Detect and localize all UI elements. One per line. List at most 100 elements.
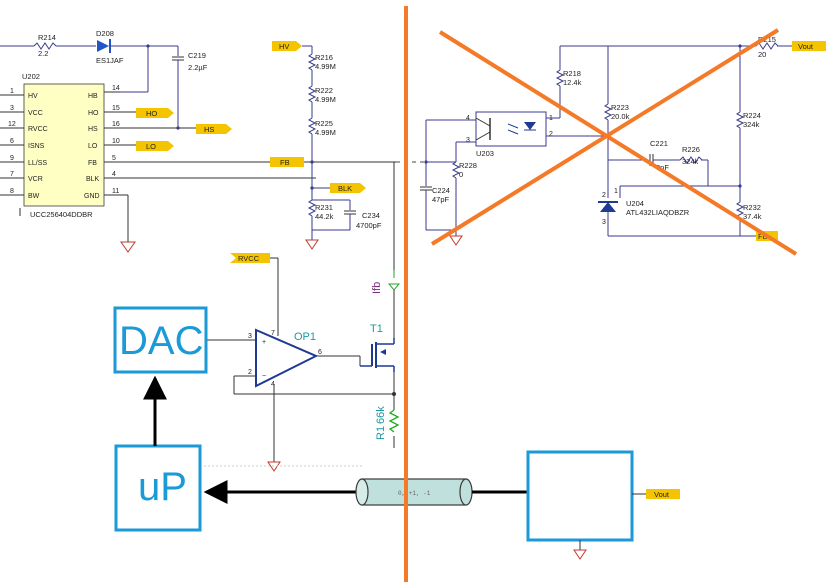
pin-num: 5 <box>112 155 116 162</box>
net-tag-vout-bottom: Vout <box>646 489 680 499</box>
r215-ref: R215 <box>758 35 776 44</box>
c224-value: 47pF <box>432 195 450 204</box>
r225-ref: R225 <box>315 119 333 128</box>
opamp-pin-6: 6 <box>318 349 322 356</box>
ic-part-number: UCC256404DDBR <box>30 210 93 219</box>
up-label: uP <box>138 465 187 509</box>
u203-ref: U203 <box>476 149 494 158</box>
c224-ref: C224 <box>432 186 450 195</box>
opamp-pin-2: 2 <box>248 369 252 376</box>
remote-block <box>526 450 634 542</box>
ground-symbol <box>120 241 136 253</box>
r214-ref: R214 <box>38 33 56 42</box>
r218-ref: R218 <box>563 69 581 78</box>
pin-num: 7 <box>10 171 14 178</box>
pin-name: HB <box>88 93 98 100</box>
pin-num: 14 <box>112 85 120 92</box>
svg-text:RVCC: RVCC <box>238 254 260 263</box>
cross-out-line <box>430 28 780 246</box>
tl-pin-3: 3 <box>602 219 606 226</box>
r222-value: 4.99M <box>315 95 336 104</box>
r214-resistor <box>33 42 57 50</box>
pin-name: RVCC <box>28 126 48 133</box>
hv-divider <box>302 45 356 250</box>
pin-num: 4 <box>112 171 116 178</box>
pin-name: HS <box>88 126 98 133</box>
pin-num: 6 <box>10 138 14 145</box>
r228-value: 0 <box>459 170 463 179</box>
r224-ref: R224 <box>743 111 761 120</box>
opamp-wiring <box>206 257 394 472</box>
u204-value: ATL432LIAQDBZR <box>626 208 690 217</box>
up-block <box>114 444 202 532</box>
opamp-op1 <box>255 328 319 388</box>
ic-ref: U202 <box>22 72 40 81</box>
opamp-pin-7: 7 <box>271 330 275 337</box>
svg-text:HV: HV <box>279 42 289 51</box>
net-tag-hs: HS <box>196 124 232 134</box>
c221-value: 0pF <box>656 163 669 172</box>
pin-num: 1 <box>10 88 14 95</box>
shunt-value: 66k <box>375 406 387 424</box>
c234-value: 4700pF <box>356 221 382 230</box>
d208-ref: D208 <box>96 29 114 38</box>
cross-out-line <box>438 30 798 256</box>
opamp-plus: + <box>262 339 266 346</box>
input-diode-path <box>0 39 184 128</box>
shunt-ref: R1 <box>375 426 387 440</box>
pin-num: 9 <box>10 155 14 162</box>
r225-value: 4.99M <box>315 128 336 137</box>
net-tag-blk: BLK <box>330 183 366 193</box>
dac-label: DAC <box>119 319 203 363</box>
r214-value: 2.2 <box>38 49 48 58</box>
r215-value: 20 <box>758 50 766 59</box>
ic-right-pin-nums: 14 15 16 10 5 4 11 <box>112 85 120 195</box>
c219-value: 2.2µF <box>188 63 208 72</box>
transistor-ref: T1 <box>370 323 383 335</box>
r232-ref: R232 <box>743 203 761 212</box>
ic-left-pins <box>0 94 24 196</box>
pin-num: 3 <box>10 105 14 112</box>
pin-name: FB <box>88 160 97 167</box>
ic-right-pin-names: HB HO HS LO FB BLK GND <box>84 93 100 200</box>
opto-pin-2: 2 <box>549 131 553 138</box>
pin-num: 12 <box>8 121 16 128</box>
svg-text:FB: FB <box>280 158 290 167</box>
tl-pin-2: 2 <box>602 192 606 199</box>
pin-num: 10 <box>112 138 120 145</box>
r226-value: 324k <box>682 157 699 166</box>
tl-pin-1: 1 <box>614 188 618 195</box>
opto-pin-3: 3 <box>466 137 470 144</box>
pin-num: 15 <box>112 105 120 112</box>
c221-ref: C221 <box>650 139 668 148</box>
opto-pin-1: 1 <box>549 115 553 122</box>
pin-name: LL/SS <box>28 160 47 167</box>
dac-block <box>113 306 208 374</box>
ic-left-pin-nums: 1 3 12 6 9 7 8 <box>8 88 16 195</box>
ifb-label: Ifb <box>371 282 383 294</box>
r222-ref: R222 <box>315 86 333 95</box>
svg-text:FB: FB <box>758 232 768 241</box>
r231-value: 44.2k <box>315 212 334 221</box>
svg-text:HS: HS <box>204 125 214 134</box>
opamp-minus: − <box>262 373 266 380</box>
r226-ref: R226 <box>682 145 700 154</box>
c219-ref: C219 <box>188 51 206 60</box>
secondary-feedback-circuit <box>420 42 792 246</box>
transistor-t1 <box>360 270 401 448</box>
r216-value: 4.99M <box>315 62 336 71</box>
pin-name: HV <box>28 93 38 100</box>
pin-name: ISNS <box>28 143 45 150</box>
ic-body <box>23 83 105 207</box>
r218-value: 12.4k <box>563 78 582 87</box>
cable-text: 0, +1, -1 <box>398 490 431 497</box>
opamp-ref: OP1 <box>294 331 316 343</box>
ic-left-pin-names: HV VCC RVCC ISNS LL/SS VCR BW <box>28 93 48 200</box>
svg-text:BLK: BLK <box>338 184 352 193</box>
pin-num: 8 <box>10 188 14 195</box>
net-tag-vout-top: Vout <box>792 41 826 51</box>
pin-num: 11 <box>112 188 119 195</box>
r228-ref: R228 <box>459 161 477 170</box>
opto-pin-4: 4 <box>466 115 470 122</box>
